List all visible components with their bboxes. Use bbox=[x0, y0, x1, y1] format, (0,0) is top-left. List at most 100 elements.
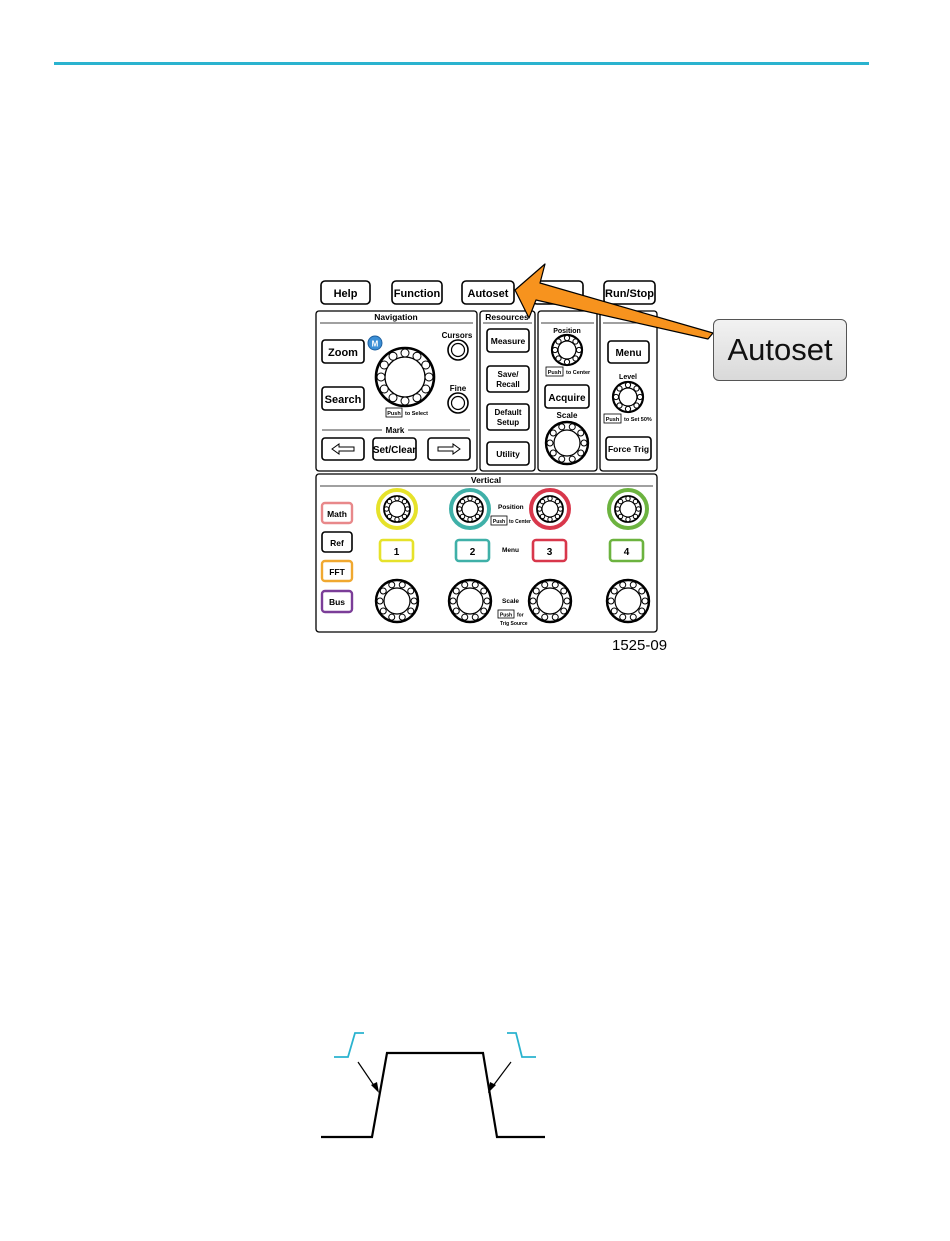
knob-grip-mark bbox=[379, 607, 387, 615]
cursors-button[interactable] bbox=[447, 339, 469, 361]
knob-grip-mark bbox=[459, 498, 466, 505]
knob-grip-mark bbox=[407, 607, 415, 615]
save-recall-button[interactable]: Save/ Recall bbox=[486, 365, 530, 393]
svg-text:Bus: Bus bbox=[329, 597, 345, 607]
knob-grip-mark bbox=[547, 516, 553, 523]
knob-grip-mark bbox=[633, 385, 640, 392]
knob-grip-mark bbox=[386, 513, 393, 520]
set-clear-button[interactable]: Set/Clear bbox=[372, 437, 417, 461]
ch2-menu-button[interactable]: 2 bbox=[454, 538, 491, 563]
knob-grip-mark bbox=[560, 587, 568, 595]
pulse-edge-diagram bbox=[321, 1032, 545, 1139]
knob-grip-mark bbox=[386, 498, 393, 505]
knob-grip-mark bbox=[383, 506, 390, 512]
ref-button[interactable]: Ref bbox=[321, 531, 353, 553]
knob-grip-mark bbox=[421, 384, 431, 394]
knob-grip-mark bbox=[467, 495, 473, 502]
falling-edge-arrowhead bbox=[488, 1082, 496, 1093]
knob-grip-mark bbox=[638, 587, 646, 595]
svg-text:Push: Push bbox=[493, 519, 505, 525]
svg-text:FFT: FFT bbox=[329, 567, 345, 577]
help-button[interactable]: Help bbox=[320, 280, 371, 305]
knob-grip-mark bbox=[480, 607, 488, 615]
header-rule bbox=[54, 62, 869, 65]
knob-grip-mark bbox=[549, 449, 557, 457]
knob-grip-mark bbox=[379, 360, 389, 370]
run-stop-button[interactable]: Run/Stop bbox=[603, 280, 656, 305]
cursors-label: Cursors bbox=[442, 331, 473, 340]
knob-grip-mark bbox=[636, 393, 644, 401]
knob-grip-mark bbox=[551, 613, 559, 621]
trigger-menu-button[interactable]: Menu bbox=[607, 340, 650, 364]
knob-grip-mark bbox=[558, 455, 566, 463]
knob-grip-mark bbox=[633, 402, 640, 409]
knob-grip-mark bbox=[549, 429, 557, 437]
resources-title: Resources bbox=[485, 312, 529, 322]
vertical-position-label: Position bbox=[498, 504, 524, 511]
knob-grip-mark bbox=[388, 393, 398, 403]
knob-grip-mark bbox=[400, 396, 410, 406]
horizontal-push-to-center: Push to Center bbox=[545, 366, 591, 377]
svg-text:Function: Function bbox=[394, 288, 441, 300]
knob-grip-mark bbox=[629, 613, 637, 621]
knob-grip-mark bbox=[624, 381, 632, 389]
math-button[interactable]: Math bbox=[320, 501, 354, 525]
knob-grip-mark bbox=[412, 393, 422, 403]
ch1-position-knob[interactable] bbox=[376, 488, 418, 530]
mark-previous-button[interactable] bbox=[321, 437, 365, 461]
multipurpose-knob[interactable] bbox=[374, 346, 436, 408]
svg-text:Math: Math bbox=[327, 509, 347, 519]
knob-grip-mark bbox=[452, 587, 460, 595]
knob-grip-mark bbox=[568, 423, 576, 431]
autoset-callout-label: Autoset bbox=[727, 332, 833, 367]
knob-grip-mark bbox=[376, 372, 386, 382]
fine-label: Fine bbox=[450, 384, 467, 393]
utility-button[interactable]: Utility bbox=[486, 441, 530, 466]
svg-text:M: M bbox=[372, 340, 379, 349]
svg-text:Push: Push bbox=[548, 370, 562, 376]
knob-grip-mark bbox=[449, 597, 457, 605]
svg-text:Acquire: Acquire bbox=[548, 393, 586, 404]
svg-text:Measure: Measure bbox=[491, 336, 526, 346]
knob-grip-mark bbox=[577, 449, 585, 457]
vertical-title: Vertical bbox=[471, 475, 501, 485]
mark-next-button[interactable] bbox=[427, 437, 471, 461]
force-trig-button[interactable]: Force Trig bbox=[605, 436, 652, 461]
fine-button[interactable] bbox=[447, 392, 469, 414]
default-setup-button[interactable]: Default Setup bbox=[486, 403, 530, 431]
vertical-scale-label: Scale bbox=[502, 598, 519, 605]
knob-grip-mark bbox=[614, 506, 621, 512]
ch4-position-knob[interactable] bbox=[607, 488, 649, 530]
function-button[interactable]: Function bbox=[391, 280, 443, 305]
knob-grip-mark bbox=[532, 607, 540, 615]
knob-grip-mark bbox=[461, 613, 469, 621]
knob-grip-mark bbox=[554, 513, 561, 520]
ch4-menu-button[interactable]: 4 bbox=[608, 538, 645, 563]
acquire-button[interactable]: Acquire bbox=[544, 384, 590, 409]
svg-text:Autoset: Autoset bbox=[468, 288, 509, 300]
svg-text:Ref: Ref bbox=[330, 538, 344, 548]
zoom-button[interactable]: Zoom bbox=[321, 339, 365, 364]
ch2-position-knob[interactable] bbox=[449, 488, 491, 530]
knob-grip-mark bbox=[568, 455, 576, 463]
fft-button[interactable]: FFT bbox=[320, 559, 354, 583]
arrow-left-icon bbox=[331, 443, 355, 455]
measure-button[interactable]: Measure bbox=[486, 328, 530, 353]
autoset-button[interactable]: Autoset bbox=[461, 280, 515, 305]
m-badge: M bbox=[367, 335, 383, 351]
svg-text:Help: Help bbox=[334, 288, 358, 300]
knob-grip-mark bbox=[610, 587, 618, 595]
ch3-menu-button[interactable]: 3 bbox=[531, 538, 568, 563]
ch3-position-knob[interactable] bbox=[529, 488, 571, 530]
svg-text:Search: Search bbox=[325, 394, 362, 406]
svg-text:Default: Default bbox=[494, 408, 521, 417]
ch1-menu-button[interactable]: 1 bbox=[378, 538, 415, 563]
search-button[interactable]: Search bbox=[321, 386, 365, 411]
knob-grip-mark bbox=[632, 498, 639, 505]
knob-grip-mark bbox=[616, 385, 623, 392]
falling-edge-marker bbox=[507, 1032, 536, 1058]
svg-text:for: for bbox=[517, 613, 524, 619]
knob-grip-mark bbox=[379, 384, 389, 394]
navigation-title: Navigation bbox=[374, 312, 417, 322]
bus-button[interactable]: Bus bbox=[320, 589, 354, 614]
